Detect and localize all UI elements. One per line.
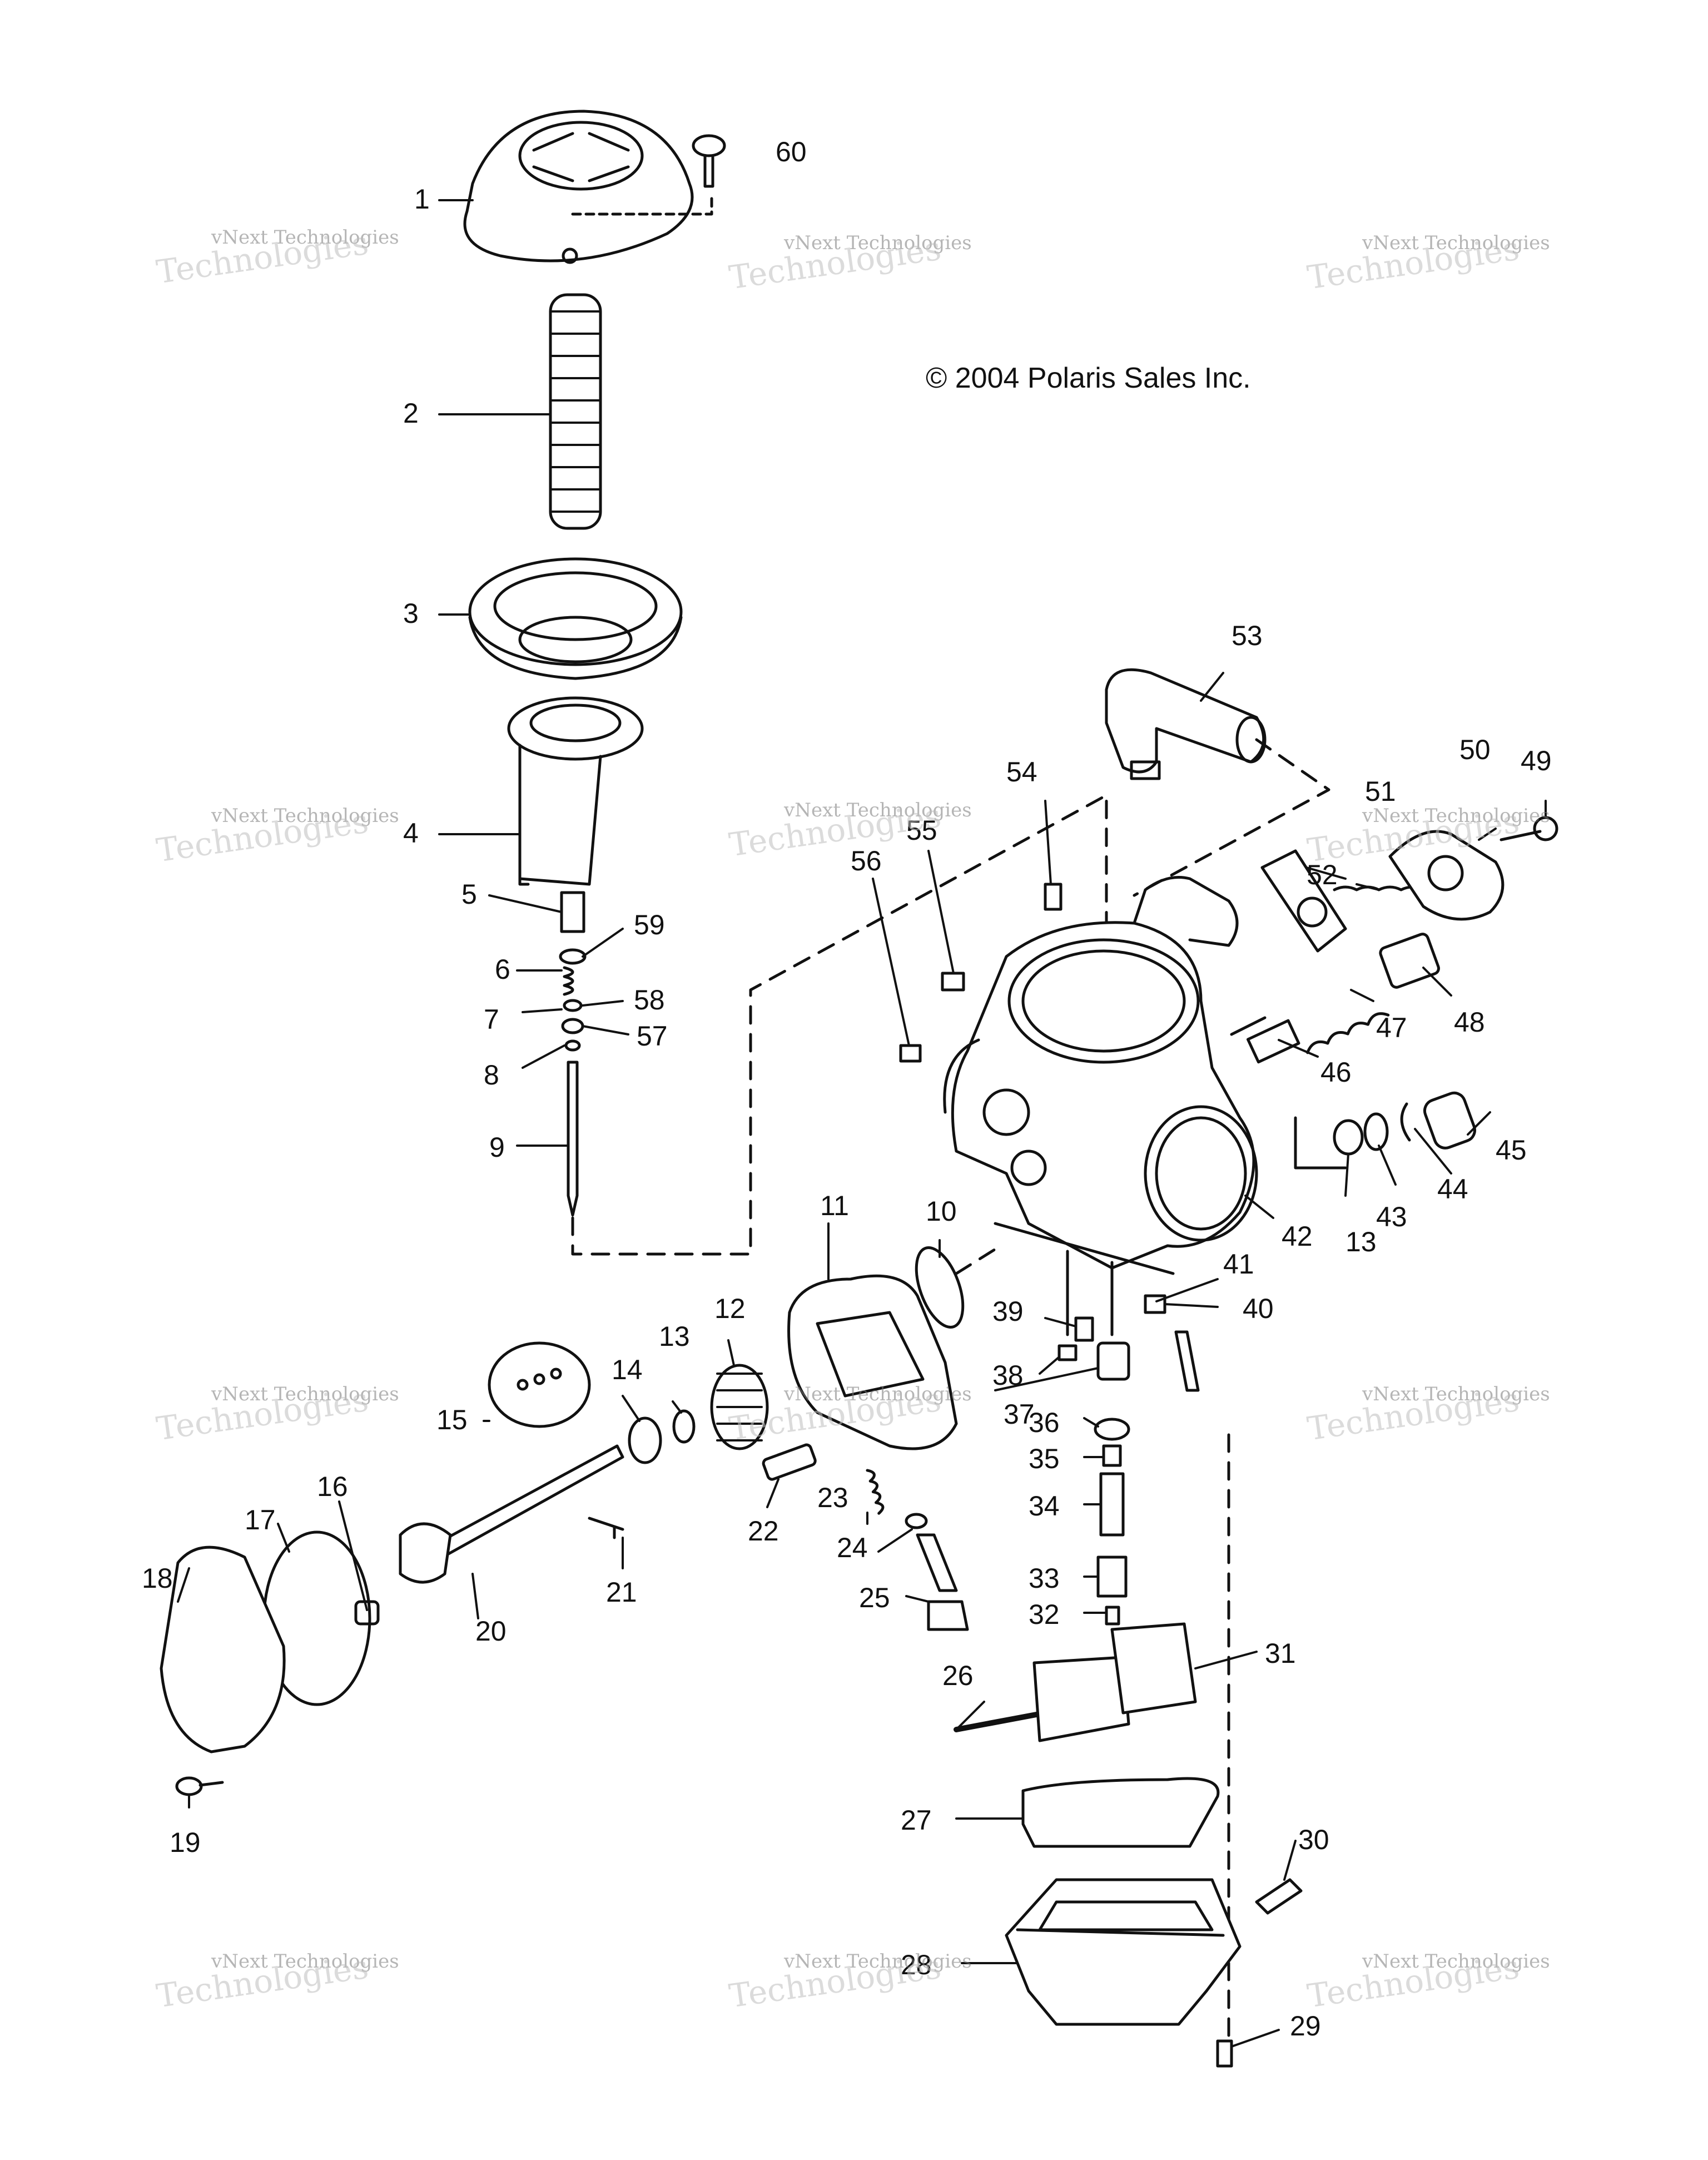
part-carb-body xyxy=(943,876,1258,1275)
part-label-25: 25 xyxy=(859,1582,890,1613)
part-label-28: 28 xyxy=(901,1949,932,1980)
part-screw-30 xyxy=(1255,1878,1303,1915)
part-label-7: 7 xyxy=(484,1004,499,1035)
part-label-35: 35 xyxy=(1029,1443,1060,1474)
part-label-52: 52 xyxy=(1307,859,1338,890)
part-label-21: 21 xyxy=(606,1577,637,1608)
part-label-56: 56 xyxy=(851,845,882,876)
part-label-46: 46 xyxy=(1320,1057,1352,1088)
dashed-connector-elbow xyxy=(1133,738,1330,897)
part-label-48: 48 xyxy=(1454,1007,1485,1038)
part-label-34: 34 xyxy=(1029,1490,1060,1522)
part-label-49: 49 xyxy=(1521,745,1552,776)
part-label-4: 4 xyxy=(403,818,419,849)
part-side-assembly xyxy=(1230,816,1558,1064)
part-label-23: 23 xyxy=(817,1482,848,1513)
dashed-connector-body xyxy=(571,794,1108,1256)
part-label-9: 9 xyxy=(489,1132,505,1163)
part-label-43: 43 xyxy=(1376,1201,1407,1232)
part-label-2: 2 xyxy=(403,398,419,429)
copyright-text: © 2004 Polaris Sales Inc. xyxy=(926,362,1251,394)
part-label-19: 19 xyxy=(170,1827,201,1858)
part-label-37: 37 xyxy=(1004,1399,1035,1430)
part-label-26: 26 xyxy=(942,1660,974,1691)
part-label-36: 36 xyxy=(1029,1407,1060,1438)
part-label-42: 42 xyxy=(1282,1221,1313,1252)
part-label-33: 33 xyxy=(1029,1563,1060,1594)
part-float-bowl xyxy=(1005,1878,1242,2026)
part-label-10: 10 xyxy=(926,1196,957,1227)
part-top-cap xyxy=(463,110,694,264)
leader-lines xyxy=(177,199,1547,2048)
part-ring-set xyxy=(1294,1091,1476,1170)
part-label-17: 17 xyxy=(245,1504,276,1535)
part-label-31: 31 xyxy=(1265,1638,1296,1669)
part-jet-stack xyxy=(1057,1250,1200,1626)
part-label-14: 14 xyxy=(612,1354,643,1385)
part-label-6: 6 xyxy=(495,954,510,985)
part-label-58: 58 xyxy=(634,984,665,1015)
part-label-22: 22 xyxy=(748,1515,779,1547)
part-spring xyxy=(549,293,602,530)
part-label-1: 1 xyxy=(414,184,430,215)
part-screw-54 xyxy=(1044,883,1062,911)
part-throttle-shaft xyxy=(354,1341,624,1626)
part-label-24: 24 xyxy=(837,1532,868,1563)
part-screw-29 xyxy=(1216,2039,1233,2068)
part-label-8: 8 xyxy=(484,1059,499,1091)
part-label-16: 16 xyxy=(317,1471,348,1502)
part-label-59: 59 xyxy=(634,909,665,940)
part-label-12: 12 xyxy=(714,1293,746,1324)
part-side-cover xyxy=(160,1545,286,1753)
part-label-54: 54 xyxy=(1006,756,1037,787)
part-label-27: 27 xyxy=(901,1805,932,1836)
part-screw-56 xyxy=(899,1044,922,1063)
part-label-13: 13 xyxy=(1345,1226,1377,1257)
part-label-5: 5 xyxy=(461,879,477,910)
part-adjuster-set xyxy=(762,1443,969,1631)
part-labels: 1234567891011121313141516171819202122232… xyxy=(142,136,1552,2042)
part-screw-55 xyxy=(941,972,965,992)
part-float-set xyxy=(954,1622,1197,1742)
part-slide xyxy=(507,696,644,886)
part-label-60: 60 xyxy=(776,136,807,167)
part-label-55: 55 xyxy=(906,815,937,846)
part-diaphragm xyxy=(468,557,683,680)
part-label-30: 30 xyxy=(1298,1824,1329,1855)
part-label-11: 11 xyxy=(820,1190,849,1221)
part-label-53: 53 xyxy=(1232,620,1263,651)
part-bowl-gasket xyxy=(1021,1777,1220,1848)
part-needle-stack xyxy=(559,891,587,1217)
part-spring-washer-set xyxy=(628,1364,769,1464)
part-label-3: 3 xyxy=(403,598,419,629)
part-label-51: 51 xyxy=(1365,776,1396,807)
part-label-32: 32 xyxy=(1029,1599,1060,1630)
part-label-45: 45 xyxy=(1496,1135,1527,1166)
part-label-38: 38 xyxy=(992,1360,1024,1391)
part-throttle-housing xyxy=(787,1244,1002,1450)
part-screw-19 xyxy=(175,1776,224,1796)
part-label-44: 44 xyxy=(1437,1173,1468,1205)
part-label-15: 15 xyxy=(436,1404,468,1435)
part-label-50: 50 xyxy=(1459,734,1491,765)
part-label-18: 18 xyxy=(142,1563,173,1594)
part-elbow xyxy=(1105,668,1267,780)
part-label-47: 47 xyxy=(1376,1012,1407,1043)
part-label-20: 20 xyxy=(475,1616,507,1647)
part-label-40: 40 xyxy=(1243,1293,1274,1324)
part-label-41: 41 xyxy=(1223,1249,1254,1280)
part-screw-60 xyxy=(571,134,726,216)
part-label-13: 13 xyxy=(659,1321,690,1352)
part-label-39: 39 xyxy=(992,1296,1024,1327)
part-label-57: 57 xyxy=(637,1020,668,1052)
part-label-29: 29 xyxy=(1290,2010,1321,2042)
